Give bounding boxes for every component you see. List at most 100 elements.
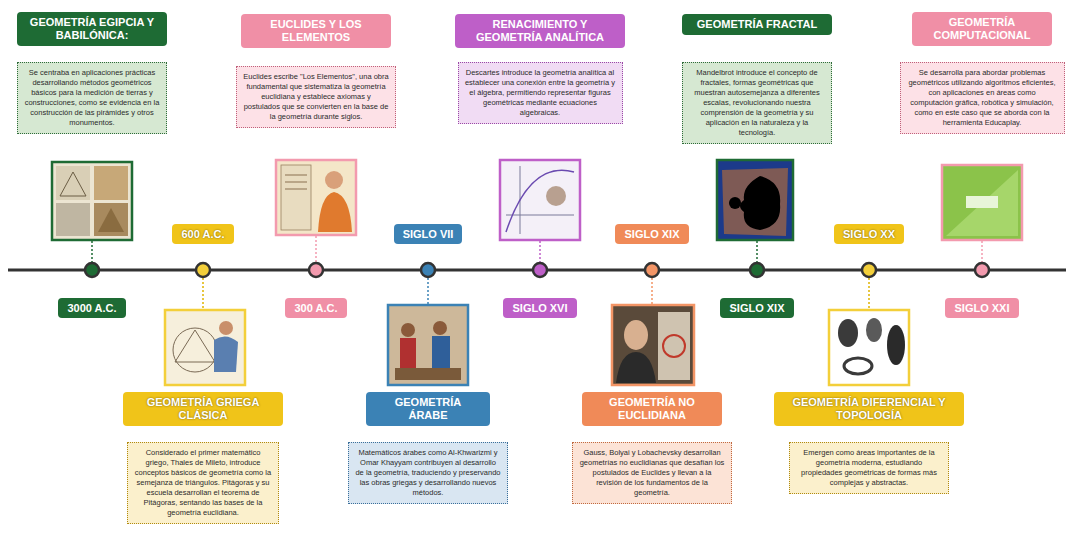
fractal-ground — [722, 168, 788, 236]
description-box: Descartes introduce la geometría analíti… — [458, 62, 623, 124]
event-date: SIGLO XVI — [512, 301, 567, 315]
leader-line — [868, 278, 870, 309]
figure-head — [546, 186, 566, 206]
image-frame — [276, 160, 356, 235]
image-sketch — [56, 203, 90, 236]
event-description: Emergen como áreas importantes de la geo… — [796, 448, 942, 488]
event-date: 300 A.C. — [294, 301, 337, 315]
description-box: Gauss, Bolyai y Lobachevsky desarrollan … — [572, 442, 732, 504]
event-date: SIGLO XX — [843, 227, 895, 241]
timeline-dot — [862, 263, 876, 277]
description-box: Se centraba en aplicaciones prácticas de… — [17, 62, 167, 134]
figure-head — [624, 320, 648, 350]
event-title: GEOMETRÍA COMPUTACIONAL — [920, 16, 1044, 42]
title-pill: GEOMETRÍA FRACTAL — [682, 14, 832, 35]
image-frame — [612, 305, 694, 385]
figure-body — [616, 352, 656, 383]
book-line — [285, 182, 307, 183]
event-date: 3000 A.C. — [67, 301, 116, 315]
event-title: GEOMETRÍA ÁRABE — [374, 396, 482, 422]
description-box: Emergen como áreas importantes de la geo… — [789, 442, 949, 494]
leader-line — [91, 241, 93, 262]
date-pill: 600 A.C. — [172, 224, 233, 244]
axis-sketch — [506, 215, 574, 216]
timeline-dot — [645, 263, 659, 277]
title-pill: GEOMETRÍA COMPUTACIONAL — [912, 12, 1052, 46]
timeline-dot — [975, 263, 989, 277]
figure-body — [214, 336, 238, 372]
figure-head — [219, 321, 233, 335]
timeline-dot — [421, 263, 435, 277]
event-title: EUCLIDES Y LOS ELEMENTOS — [249, 18, 383, 44]
figure-body — [400, 338, 416, 368]
image-shape — [946, 170, 1018, 236]
event-title: RENACIMIENTO Y GEOMETRÍA ANALÍTICA — [463, 18, 617, 44]
topology-shape — [838, 319, 858, 347]
curve-sketch — [506, 170, 574, 232]
leader-line — [651, 278, 653, 304]
event-description: Mandelbrot introduce el concepto de frac… — [689, 68, 825, 138]
image-frame — [52, 162, 132, 240]
circle-mark — [663, 335, 685, 357]
event-description: Considerado el primer matemático griego,… — [134, 448, 272, 518]
timeline-dot — [533, 263, 547, 277]
date-pill: SIGLO XIX — [720, 298, 793, 318]
figure-body — [432, 336, 450, 368]
topology-shape — [866, 318, 882, 342]
image-frame — [829, 310, 909, 385]
book-line — [285, 175, 307, 176]
event-title: GEOMETRÍA FRACTAL — [690, 18, 824, 31]
image-frame — [500, 160, 580, 240]
leader-line — [981, 241, 983, 262]
leader-line — [315, 236, 317, 262]
event-date: SIGLO XIX — [624, 227, 679, 241]
date-pill: SIGLO XXI — [945, 298, 1018, 318]
description-box: Matemáticos árabes como Al-Khwarizmi y O… — [348, 442, 508, 504]
event-description: Gauss, Bolyai y Lobachevsky desarrollan … — [579, 448, 725, 498]
event-title: GEOMETRÍA NO EUCLIDIANA — [590, 396, 714, 422]
leader-line — [539, 241, 541, 262]
date-pill: 3000 A.C. — [58, 298, 125, 318]
image-shape — [966, 196, 998, 208]
date-pill: SIGLO XIX — [615, 224, 688, 244]
image-frame — [942, 165, 1022, 240]
image-frame — [165, 310, 245, 385]
book-line — [285, 189, 307, 190]
date-pill: SIGLO XVI — [503, 298, 576, 318]
timeline-dot — [309, 263, 323, 277]
topology-shape — [887, 325, 905, 365]
image-sketch — [94, 166, 128, 200]
event-date: SIGLO XXI — [954, 301, 1009, 315]
book-page — [281, 165, 311, 230]
pyramid-sketch — [98, 208, 124, 232]
image-sketch — [56, 166, 90, 200]
image-frame — [717, 160, 793, 240]
table-sketch — [395, 368, 461, 380]
description-box: Mandelbrot introduce el concepto de frac… — [682, 62, 832, 144]
timeline-dot — [85, 263, 99, 277]
event-title: GEOMETRÍA GRIEGA CLÁSICA — [131, 396, 275, 422]
event-title: GEOMETRÍA DIFERENCIAL Y TOPOLOGÍA — [782, 396, 956, 422]
figure-head — [401, 323, 415, 337]
pyramid-sketch — [60, 172, 86, 196]
description-box: Considerado el primer matemático griego,… — [127, 442, 279, 524]
event-date: SIGLO VII — [403, 227, 454, 241]
date-pill: SIGLO VII — [394, 224, 463, 244]
date-pill: 300 A.C. — [285, 298, 346, 318]
fractal-bulb — [729, 197, 741, 209]
paper-sketch — [658, 312, 690, 380]
timeline-dot — [750, 263, 764, 277]
title-pill: GEOMETRÍA ÁRABE — [366, 392, 490, 426]
image-frame — [388, 305, 468, 385]
title-pill: GEOMETRÍA NO EUCLIDIANA — [582, 392, 722, 426]
geometry-sketch — [175, 330, 215, 362]
event-description: Matemáticos árabes como Al-Khwarizmi y O… — [355, 448, 501, 498]
figure-head — [433, 321, 447, 335]
title-pill: EUCLIDES Y LOS ELEMENTOS — [241, 14, 391, 48]
leader-line — [202, 278, 204, 309]
date-pill: SIGLO XX — [834, 224, 904, 244]
figure-body — [318, 192, 352, 232]
event-description: Euclides escribe "Los Elementos", una ob… — [243, 72, 389, 122]
title-pill: RENACIMIENTO Y GEOMETRÍA ANALÍTICA — [455, 14, 625, 48]
torus-shape — [844, 358, 872, 374]
